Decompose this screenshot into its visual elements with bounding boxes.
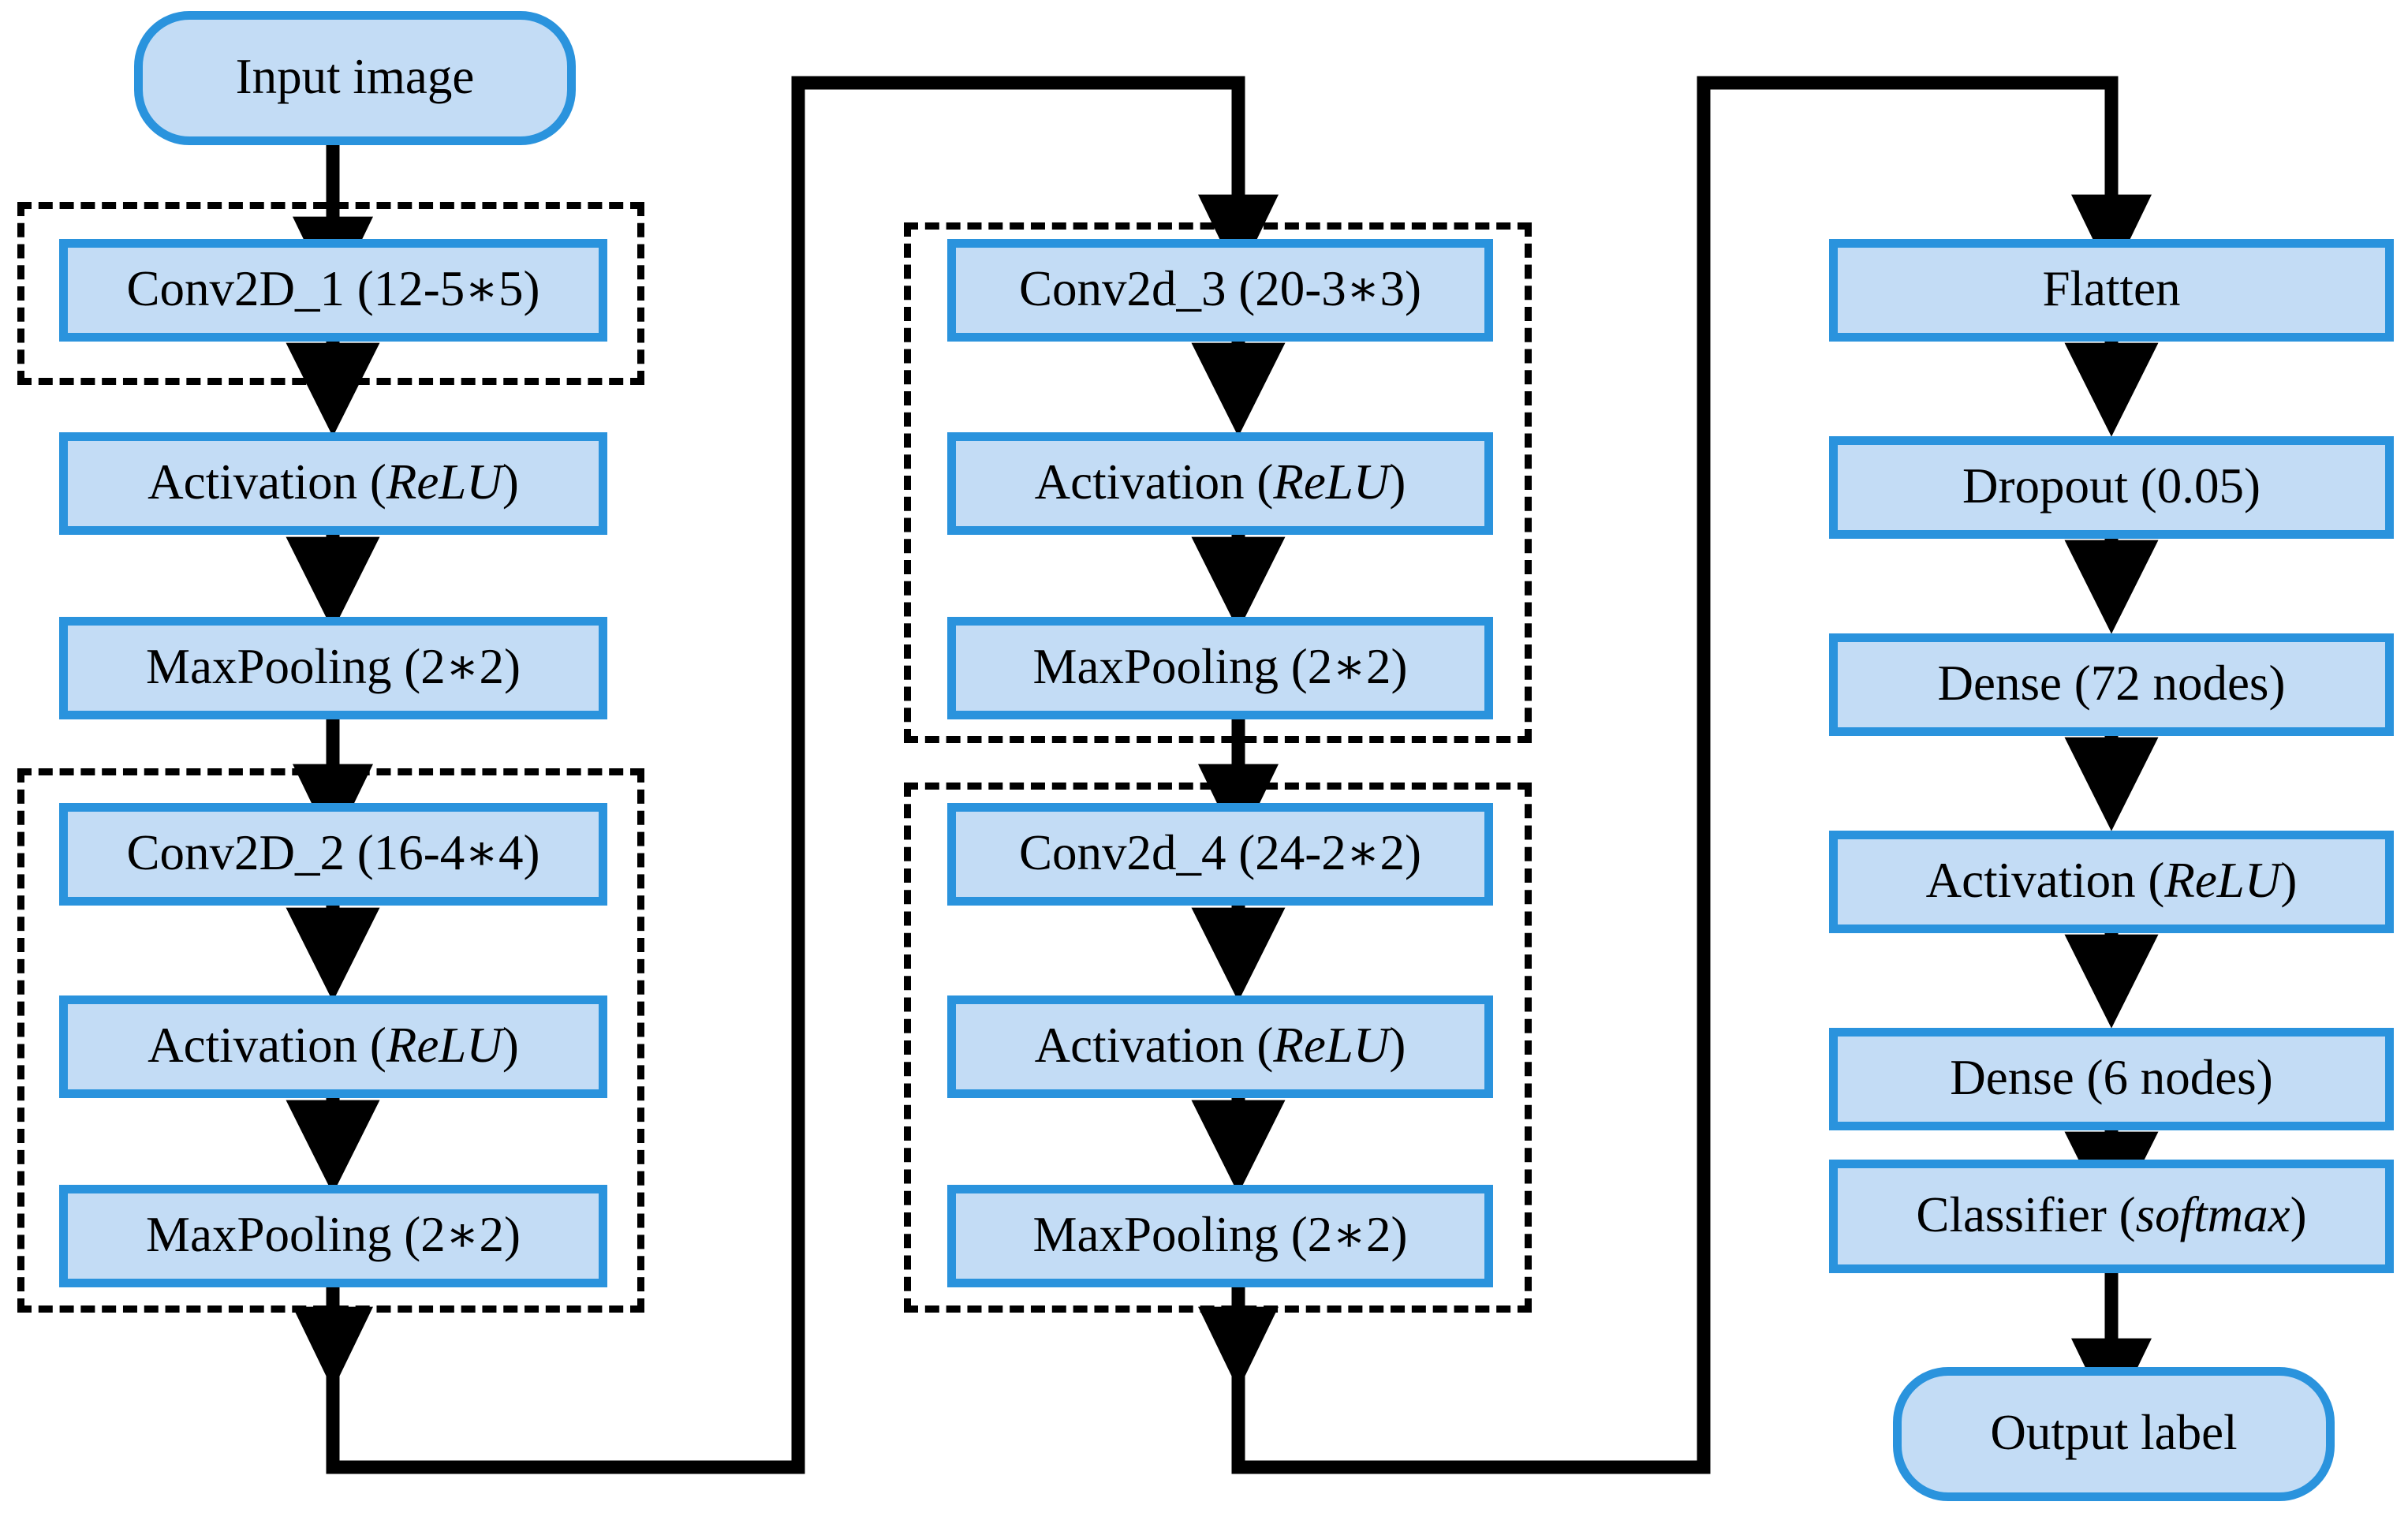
node-label: Input image [235,48,475,104]
node-label: Conv2D_1 (12-5∗5) [126,260,540,316]
node-input-image[interactable]: Input image [134,11,576,145]
node-conv2d-2[interactable]: Conv2D_2 (16-4∗4) [59,803,607,906]
node-activation-relu-1[interactable]: Activation (ReLU) [59,432,607,535]
node-label: Dense (72 nodes) [1937,655,2286,711]
node-activation-relu-5[interactable]: Activation (ReLU) [1829,831,2394,933]
node-maxpooling-1[interactable]: MaxPooling (2∗2) [59,617,607,719]
node-classifier[interactable]: Classifier (softmax) [1829,1160,2394,1273]
node-dense-6[interactable]: Dense (6 nodes) [1829,1028,2394,1130]
node-label: Dense (6 nodes) [1950,1049,2273,1105]
wire-block4-to-flatten-route [1231,76,2152,1474]
node-label: Activation (ReLU) [1925,852,2298,908]
node-dense-72[interactable]: Dense (72 nodes) [1829,633,2394,736]
wire-block2-to-block3-route [326,76,1279,1474]
node-label: Classifier (softmax) [1916,1186,2307,1242]
node-label: Activation (ReLU) [147,454,519,510]
node-maxpooling-2[interactable]: MaxPooling (2∗2) [59,1185,607,1287]
group-conv-block-2 [17,768,644,1313]
node-activation-relu-4[interactable]: Activation (ReLU) [947,995,1493,1098]
node-maxpooling-4[interactable]: MaxPooling (2∗2) [947,1185,1493,1287]
node-output-label[interactable]: Output label [1893,1367,2335,1501]
node-label: MaxPooling (2∗2) [1032,1206,1408,1262]
group-conv-block-3 [904,222,1532,743]
node-label: MaxPooling (2∗2) [145,638,521,694]
group-conv-block-1 [17,202,644,385]
node-label: Dropout (0.05) [1962,458,2261,514]
node-label: Conv2D_2 (16-4∗4) [126,824,540,880]
node-conv2d-4[interactable]: Conv2d_4 (24-2∗2) [947,803,1493,906]
node-label: Conv2d_3 (20-3∗3) [1018,260,1422,316]
group-conv-block-4 [904,783,1532,1313]
node-conv2d-3[interactable]: Conv2d_3 (20-3∗3) [947,239,1493,342]
node-activation-relu-2[interactable]: Activation (ReLU) [59,995,607,1098]
node-dropout[interactable]: Dropout (0.05) [1829,436,2394,539]
node-label: Conv2d_4 (24-2∗2) [1018,824,1422,880]
node-label: Flatten [2042,260,2181,316]
node-label: Activation (ReLU) [1034,454,1406,510]
node-flatten[interactable]: Flatten [1829,239,2394,342]
node-label: Activation (ReLU) [147,1017,519,1073]
node-activation-relu-3[interactable]: Activation (ReLU) [947,432,1493,535]
node-label: Output label [1990,1404,2238,1460]
node-maxpooling-3[interactable]: MaxPooling (2∗2) [947,617,1493,719]
node-label: MaxPooling (2∗2) [145,1206,521,1262]
node-label: Activation (ReLU) [1034,1017,1406,1073]
node-conv2d-1[interactable]: Conv2D_1 (12-5∗5) [59,239,607,342]
node-label: MaxPooling (2∗2) [1032,638,1408,694]
